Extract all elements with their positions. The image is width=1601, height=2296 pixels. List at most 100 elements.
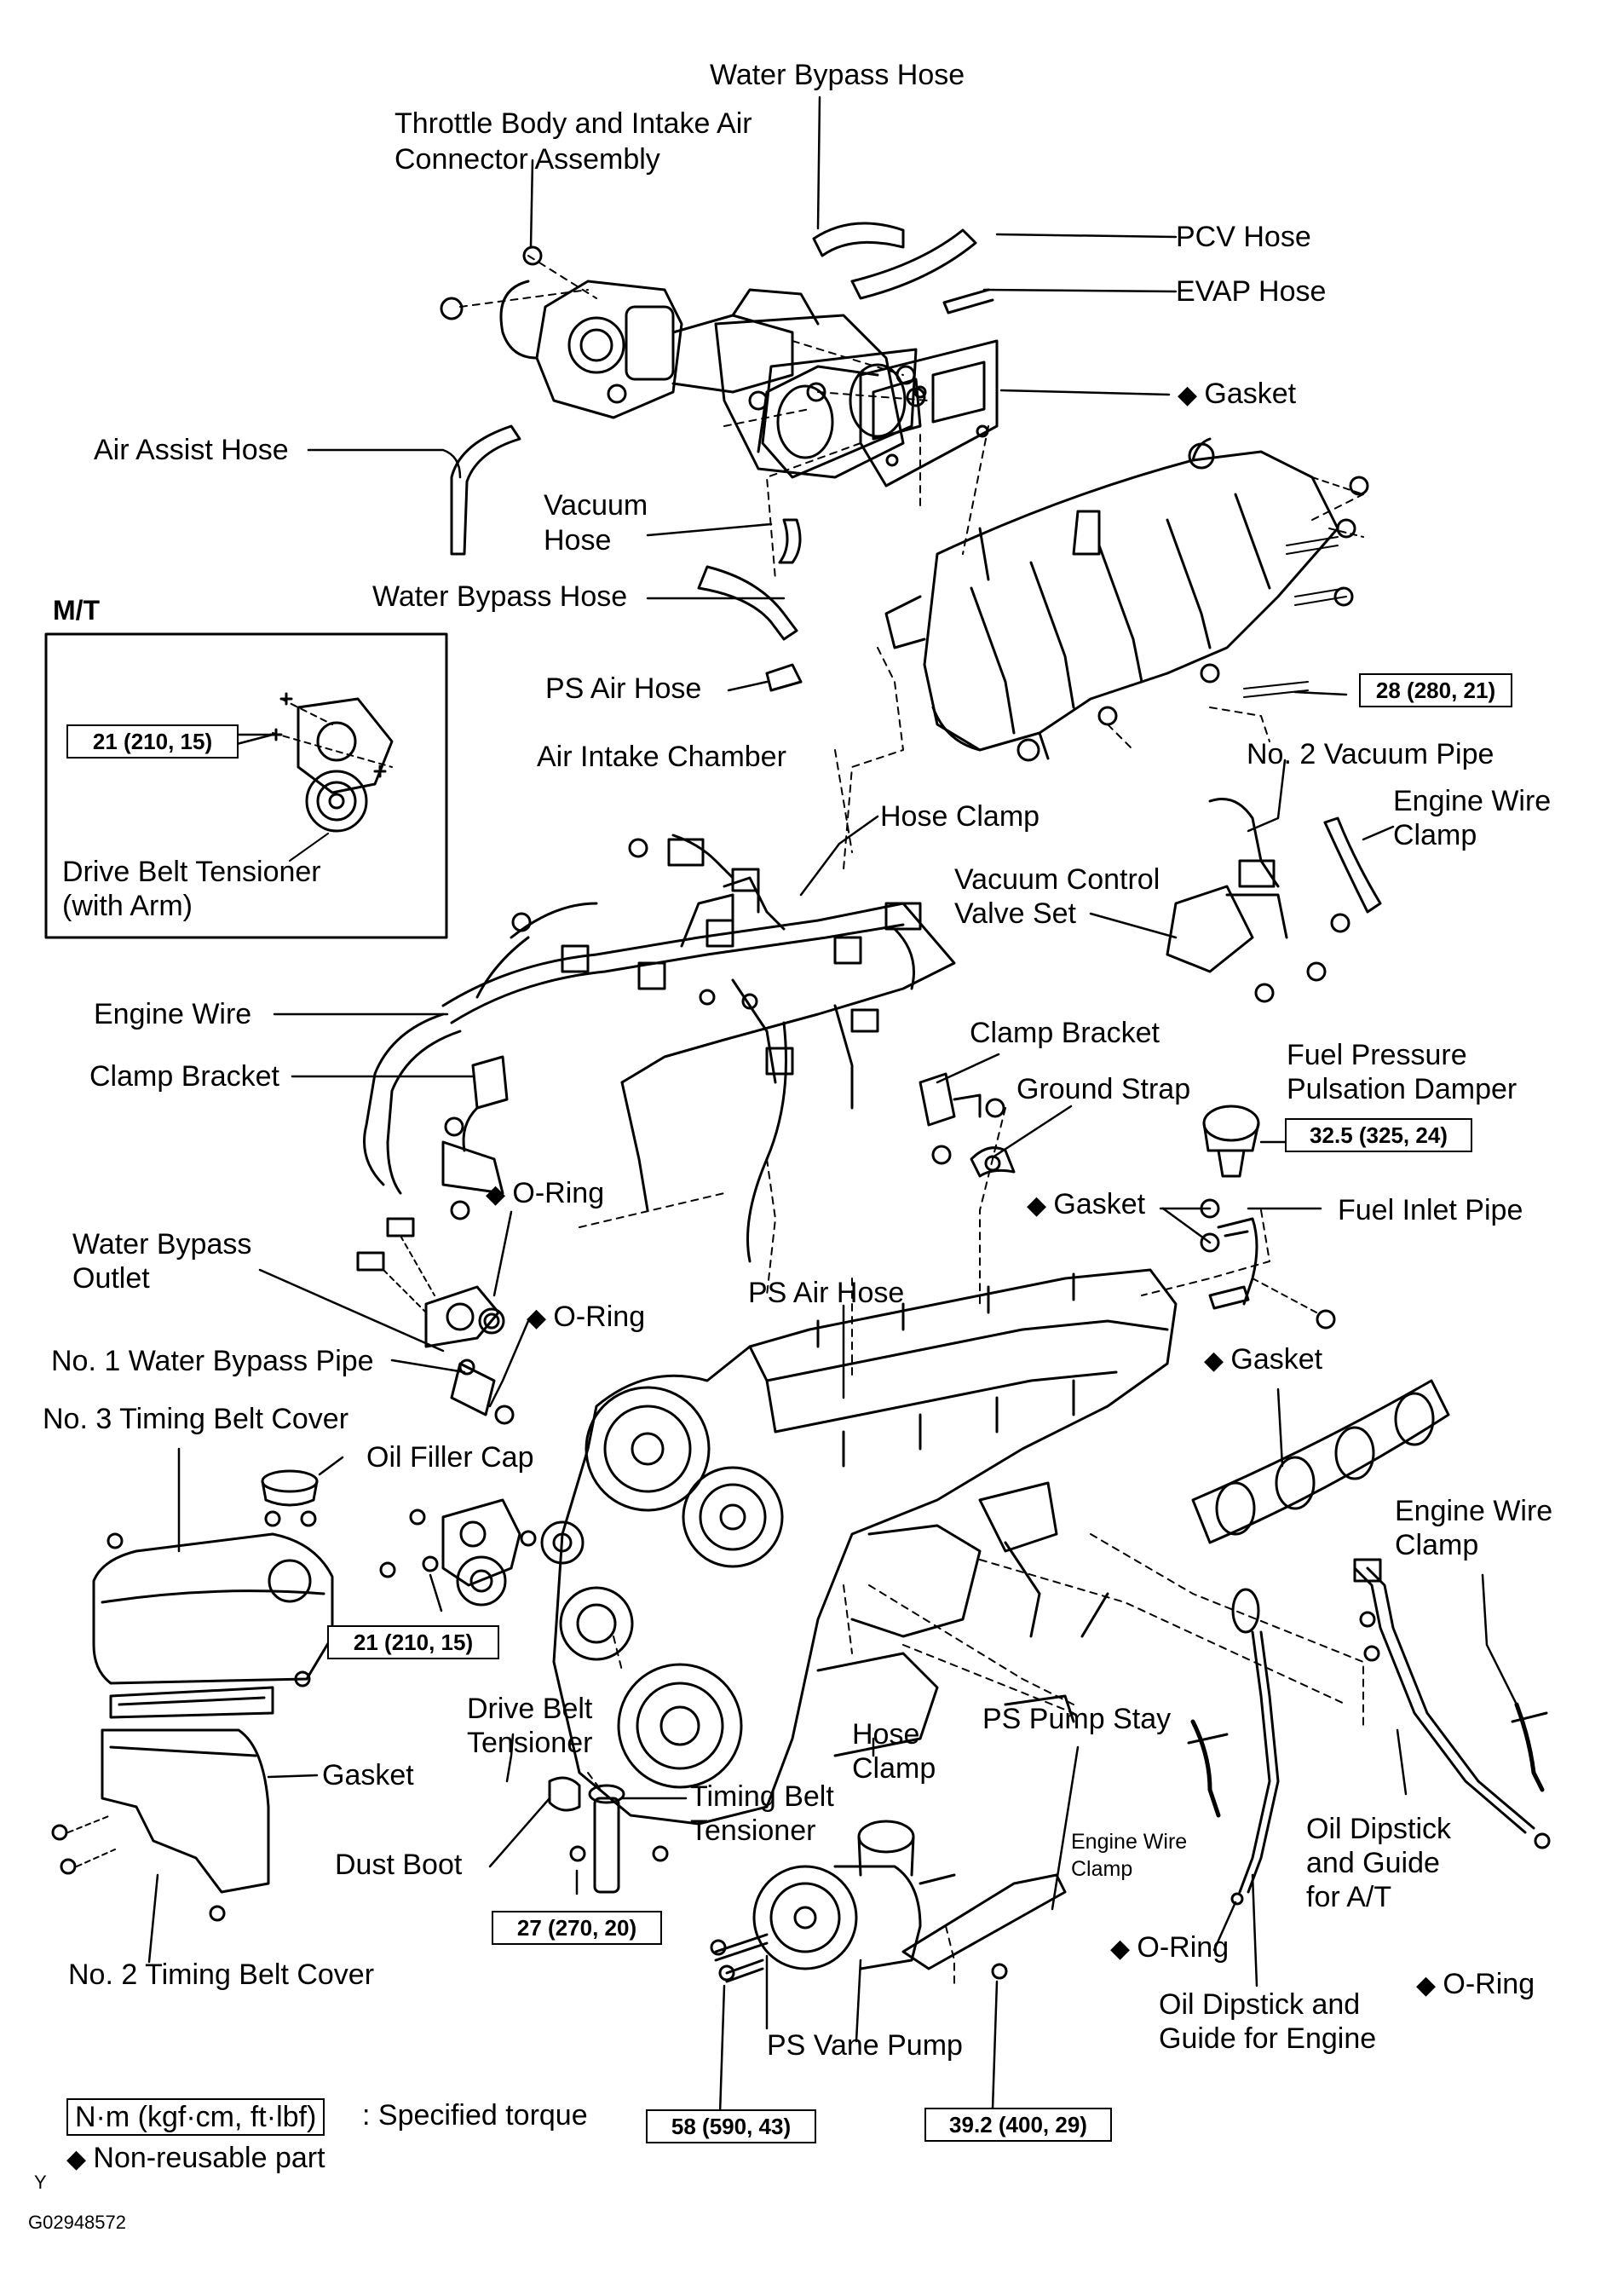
label-water-bypass-hose-top: Water Bypass Hose — [710, 59, 965, 91]
legend-torque-text: : Specified torque — [362, 2099, 588, 2132]
label-oil-dipstick-at-line2: and Guide — [1306, 1847, 1440, 1879]
label-ps-pump-stay: PS Pump Stay — [982, 1703, 1172, 1735]
label-clamp-bracket-right: Clamp Bracket — [970, 1017, 1160, 1049]
ps-vane-pump-drawing — [710, 1820, 1067, 1983]
leader-lines — [147, 95, 1518, 2115]
label-ps-vane-pump: PS Vane Pump — [767, 2029, 963, 2062]
intake-gasket-drawing — [859, 339, 999, 487]
engine-block-drawing — [540, 1268, 1178, 1826]
label-vacuum-control-line1: Vacuum Control — [954, 863, 1160, 896]
timing-tensioner-drawing — [548, 1776, 669, 1894]
cover-gasket-drawing — [109, 1686, 274, 1719]
label-oil-dipstick-at-line1: Oil Dipstick — [1306, 1813, 1452, 1845]
dashed-assembly-lines — [459, 255, 1364, 1987]
label-gasket-cover: Gasket — [322, 1759, 414, 1791]
torque-ps-pump-rear: 39.2 (400, 29) — [924, 2108, 1112, 2142]
torque-fuel-damper: 32.5 (325, 24) — [1285, 1118, 1472, 1152]
label-hose-clamp-bottom-line2: Clamp — [852, 1752, 936, 1785]
legend-torque-box: N·m (kgf·cm, ft·lbf) — [66, 2098, 325, 2136]
label-ground-strap: Ground Strap — [1016, 1073, 1191, 1105]
label-fuel-pressure-line1: Fuel Pressure — [1287, 1039, 1467, 1071]
label-no2-timing-belt-cover: No. 2 Timing Belt Cover — [68, 1959, 375, 1991]
label-throttle-body-line1: Throttle Body and Intake Air — [394, 107, 752, 140]
label-engine-wire-clamp-right-line1: Engine Wire — [1395, 1495, 1553, 1527]
no3-timing-belt-cover-drawing — [92, 1510, 334, 1687]
label-gasket-fuel: Gasket — [1027, 1187, 1145, 1223]
oil-filler-cap-drawing — [261, 1469, 319, 1507]
label-fuel-pressure-line2: Pulsation Damper — [1287, 1073, 1517, 1105]
label-air-intake-chamber: Air Intake Chamber — [537, 741, 786, 773]
label-water-bypass-hose-mid: Water Bypass Hose — [372, 580, 628, 613]
engine-wire-clamp-right-drawing — [1511, 1702, 1548, 1792]
label-clamp-bracket-left: Clamp Bracket — [89, 1060, 279, 1093]
fuel-damper-drawing — [1200, 1105, 1260, 1253]
label-dust-boot: Dust Boot — [335, 1849, 463, 1881]
corner-mark: Y — [34, 2172, 47, 2193]
label-gasket-exhaust: Gasket — [1204, 1342, 1322, 1378]
label-engine-wire-clamp-small-line1: Engine Wire — [1071, 1830, 1188, 1854]
label-drive-belt-tensioner-arm-line1: Drive Belt Tensioner — [62, 856, 321, 888]
oil-dipstick-engine-drawing — [1230, 1588, 1280, 1906]
label-engine-wire-clamp-small-line2: Clamp — [1071, 1857, 1133, 1881]
water-bypass-outlet-drawing — [356, 1217, 515, 1425]
throttle-body-drawing — [440, 245, 820, 419]
label-drive-belt-tensioner-arm-line2: (with Arm) — [62, 890, 193, 922]
inset-title: M/T — [53, 595, 101, 626]
label-water-bypass-outlet-line2: Outlet — [72, 1262, 150, 1295]
fuel-inlet-pipe-drawing — [1208, 1217, 1336, 1330]
figure-id: G02948572 — [28, 2212, 126, 2233]
label-vacuum-control-line2: Valve Set — [954, 897, 1077, 930]
label-no3-timing-belt-cover: No. 3 Timing Belt Cover — [43, 1403, 349, 1435]
hoses-top — [450, 222, 994, 692]
label-ps-air-hose-mid: PS Air Hose — [748, 1277, 905, 1309]
air-intake-chamber-drawing — [884, 437, 1369, 762]
label-drive-belt-tensioner-line2: Tensioner — [467, 1727, 593, 1759]
vacuum-valve-drawing — [1166, 798, 1382, 1003]
engine-wire-clamp-small-drawing — [1187, 1719, 1229, 1818]
label-engine-wire-clamp-top-line1: Engine Wire — [1393, 785, 1552, 817]
legend-nonreusable-text: Non-reusable part — [66, 2141, 325, 2177]
label-hose-clamp-bottom-line1: Hose — [852, 1718, 920, 1751]
no2-timing-belt-cover-drawing — [51, 1728, 270, 1922]
label-hose-clamp-top: Hose Clamp — [880, 800, 1040, 833]
label-gasket-top: Gasket — [1178, 377, 1296, 412]
torque-inset-tensioner: 21 (210, 15) — [66, 724, 239, 759]
ps-pump-stay-drawing — [1004, 1592, 1109, 1723]
torque-timing-tensioner: 27 (270, 20) — [492, 1911, 662, 1945]
label-ps-air-hose-top: PS Air Hose — [545, 672, 702, 705]
label-timing-belt-tensioner-line1: Timing Belt — [690, 1780, 834, 1813]
label-drive-belt-tensioner-line1: Drive Belt — [467, 1693, 593, 1725]
label-evap-hose: EVAP Hose — [1176, 275, 1327, 308]
drive-belt-tensioner-drawing — [379, 1498, 537, 1607]
label-oil-dipstick-engine-line1: Oil Dipstick and — [1159, 1988, 1361, 2021]
label-air-assist-hose: Air Assist Hose — [94, 434, 289, 466]
label-oil-filler-cap: Oil Filler Cap — [366, 1441, 534, 1474]
label-no1-water-bypass-pipe: No. 1 Water Bypass Pipe — [51, 1345, 374, 1377]
label-o-ring-2: O-Ring — [527, 1300, 645, 1335]
exhaust-gasket-drawing — [1191, 1379, 1450, 1544]
oil-dipstick-at-drawing — [1353, 1558, 1551, 1849]
intake-connector-drawing — [714, 314, 926, 479]
throttle-gasket-plate — [761, 348, 918, 479]
label-o-ring-4: O-Ring — [1416, 1967, 1535, 2003]
label-timing-belt-tensioner-line2: Tensioner — [690, 1814, 816, 1847]
label-vacuum-hose-line2: Hose — [544, 524, 612, 557]
torque-ps-pump-front: 58 (590, 43) — [646, 2109, 816, 2143]
label-oil-dipstick-engine-line2: Guide for Engine — [1159, 2022, 1377, 2055]
inset-tensioner-drawing — [269, 692, 394, 862]
label-throttle-body-line2: Connector Assembly — [394, 143, 660, 176]
label-oil-dipstick-at-line3: for A/T — [1306, 1881, 1392, 1913]
label-no2-vacuum-pipe: No. 2 Vacuum Pipe — [1247, 738, 1494, 770]
label-o-ring-1: O-Ring — [486, 1176, 604, 1212]
torque-intake-chamber: 28 (280, 21) — [1359, 673, 1512, 707]
hose-clamp-top-drawing — [723, 876, 786, 931]
mt-inset-frame — [44, 632, 448, 939]
label-fuel-inlet-pipe: Fuel Inlet Pipe — [1338, 1194, 1523, 1226]
label-o-ring-3: O-Ring — [1110, 1930, 1229, 1966]
label-engine-wire: Engine Wire — [94, 998, 252, 1030]
label-engine-wire-clamp-right-line2: Clamp — [1395, 1529, 1479, 1561]
label-engine-wire-clamp-top-line2: Clamp — [1393, 819, 1477, 851]
engine-wire-harness-drawing — [363, 834, 956, 1263]
